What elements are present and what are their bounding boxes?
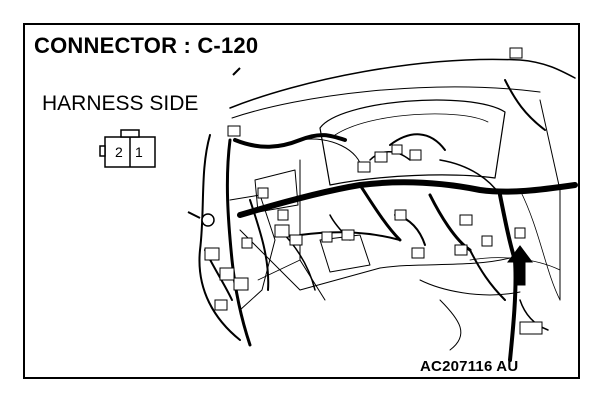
right-panel [519, 189, 561, 301]
upper-harness [233, 133, 347, 149]
harness-top-wire-2 [369, 151, 411, 161]
connector-block [204, 247, 220, 261]
connector-block [257, 187, 269, 199]
pointer-arrow [507, 245, 533, 286]
harness-right-tail [519, 299, 549, 331]
connector-block [241, 237, 253, 249]
connector-block [341, 229, 355, 241]
connector-pin: 2 [115, 144, 123, 160]
connector-block [391, 144, 403, 155]
harness-branch-center [358, 183, 402, 242]
dashboard-lower-edge [239, 229, 511, 291]
right-pillar [539, 99, 561, 301]
left-vent [254, 169, 299, 213]
cluster-inner [334, 113, 489, 136]
connector-pin: 1 [135, 144, 143, 160]
harness-left-inner [249, 199, 270, 291]
connector-block [321, 231, 333, 243]
harness-right-lower [469, 249, 506, 301]
harness-left-drop [225, 138, 252, 347]
connector-block [459, 214, 473, 226]
harness-cluster-wire [439, 159, 501, 196]
grommet [201, 213, 215, 227]
connector-block [481, 235, 493, 247]
connector-side-latch [99, 145, 106, 157]
view-label: HARNESS SIDE [42, 92, 199, 115]
dashboard-top-edge [229, 58, 576, 109]
connector-block [357, 161, 371, 173]
connector-block [274, 224, 290, 238]
connector-block [214, 299, 228, 311]
main-harness [237, 179, 578, 218]
tick-mark [232, 67, 241, 76]
connector-block [514, 227, 526, 239]
connector-title: CONNECTOR : C-120 [34, 33, 259, 58]
left-lower-trim [257, 259, 301, 281]
left-structure [229, 194, 276, 311]
figure-code: AC207116 AU [420, 358, 519, 375]
dashboard-upper-curve [231, 86, 541, 119]
steering-column [299, 138, 363, 171]
connector-block [233, 277, 249, 291]
lower-trim [439, 299, 462, 351]
connector-lock-tab [120, 129, 140, 138]
instrument-cluster [319, 99, 506, 186]
connector-block [454, 244, 468, 256]
lower-trim-2 [419, 279, 521, 296]
connector-block [277, 209, 289, 221]
connector-block [509, 47, 523, 59]
harness-top-wire [389, 133, 446, 151]
clip [187, 211, 201, 219]
connector-block [394, 209, 407, 221]
connector-block [219, 267, 235, 281]
harness-branch-right [498, 193, 518, 362]
connector-block [409, 149, 422, 161]
harness-right-up [504, 79, 546, 131]
center-panel [299, 159, 326, 301]
connector-block [519, 321, 543, 335]
connector-block [411, 247, 425, 259]
figure-frame [23, 23, 580, 379]
connector-block [227, 125, 241, 137]
harness-left-loop [198, 134, 241, 341]
connector-block [289, 234, 303, 246]
connector-c120-face: 2 1 [98, 126, 158, 176]
connector-block [374, 151, 388, 163]
